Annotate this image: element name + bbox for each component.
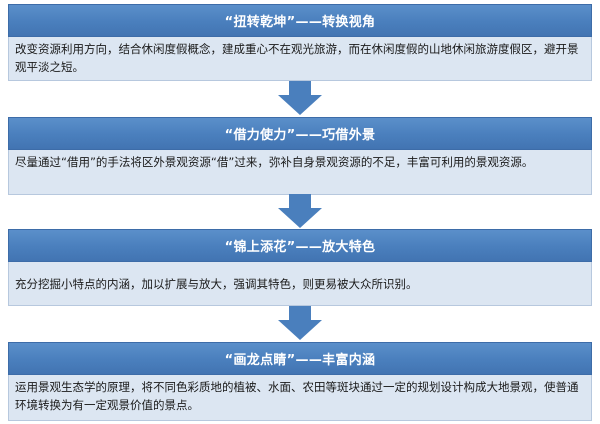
step-block-1: “扭转乾坤”——转换视角 改变资源利用方向，结合休闲度假概念，建成重心不在观光旅…: [8, 4, 592, 81]
step-description: 尽量通过“借用”的手法将区外景观资源“借”过来，弥补自身景观资源的不足，丰富可利…: [8, 150, 592, 195]
step-block-3: “锦上添花”——放大特色 充分挖掘小特点的内涵，加以扩展与放大，强调其特色，则更…: [8, 229, 592, 306]
step-title: “借力使力”——巧借外景: [8, 117, 592, 150]
step-title: “锦上添花”——放大特色: [8, 229, 592, 262]
step-block-4: “画龙点睛”——丰富内涵 运用景观生态学的原理，将不同色彩质地的植被、水面、农田…: [8, 342, 592, 421]
step-title: “画龙点睛”——丰富内涵: [8, 342, 592, 375]
step-title: “扭转乾坤”——转换视角: [8, 4, 592, 37]
down-arrow-icon: [278, 194, 322, 228]
step-block-2: “借力使力”——巧借外景 尽量通过“借用”的手法将区外景观资源“借”过来，弥补自…: [8, 117, 592, 195]
down-arrow-icon: [278, 81, 322, 115]
step-description: 改变资源利用方向，结合休闲度假概念，建成重心不在观光旅游，而在休闲度假的山地休闲…: [8, 37, 592, 81]
down-arrow-icon: [278, 306, 322, 340]
step-description: 运用景观生态学的原理，将不同色彩质地的植被、水面、农田等斑块通过一定的规划设计构…: [8, 375, 592, 421]
step-description: 充分挖掘小特点的内涵，加以扩展与放大，强调其特色，则更易被大众所识别。: [8, 262, 592, 306]
